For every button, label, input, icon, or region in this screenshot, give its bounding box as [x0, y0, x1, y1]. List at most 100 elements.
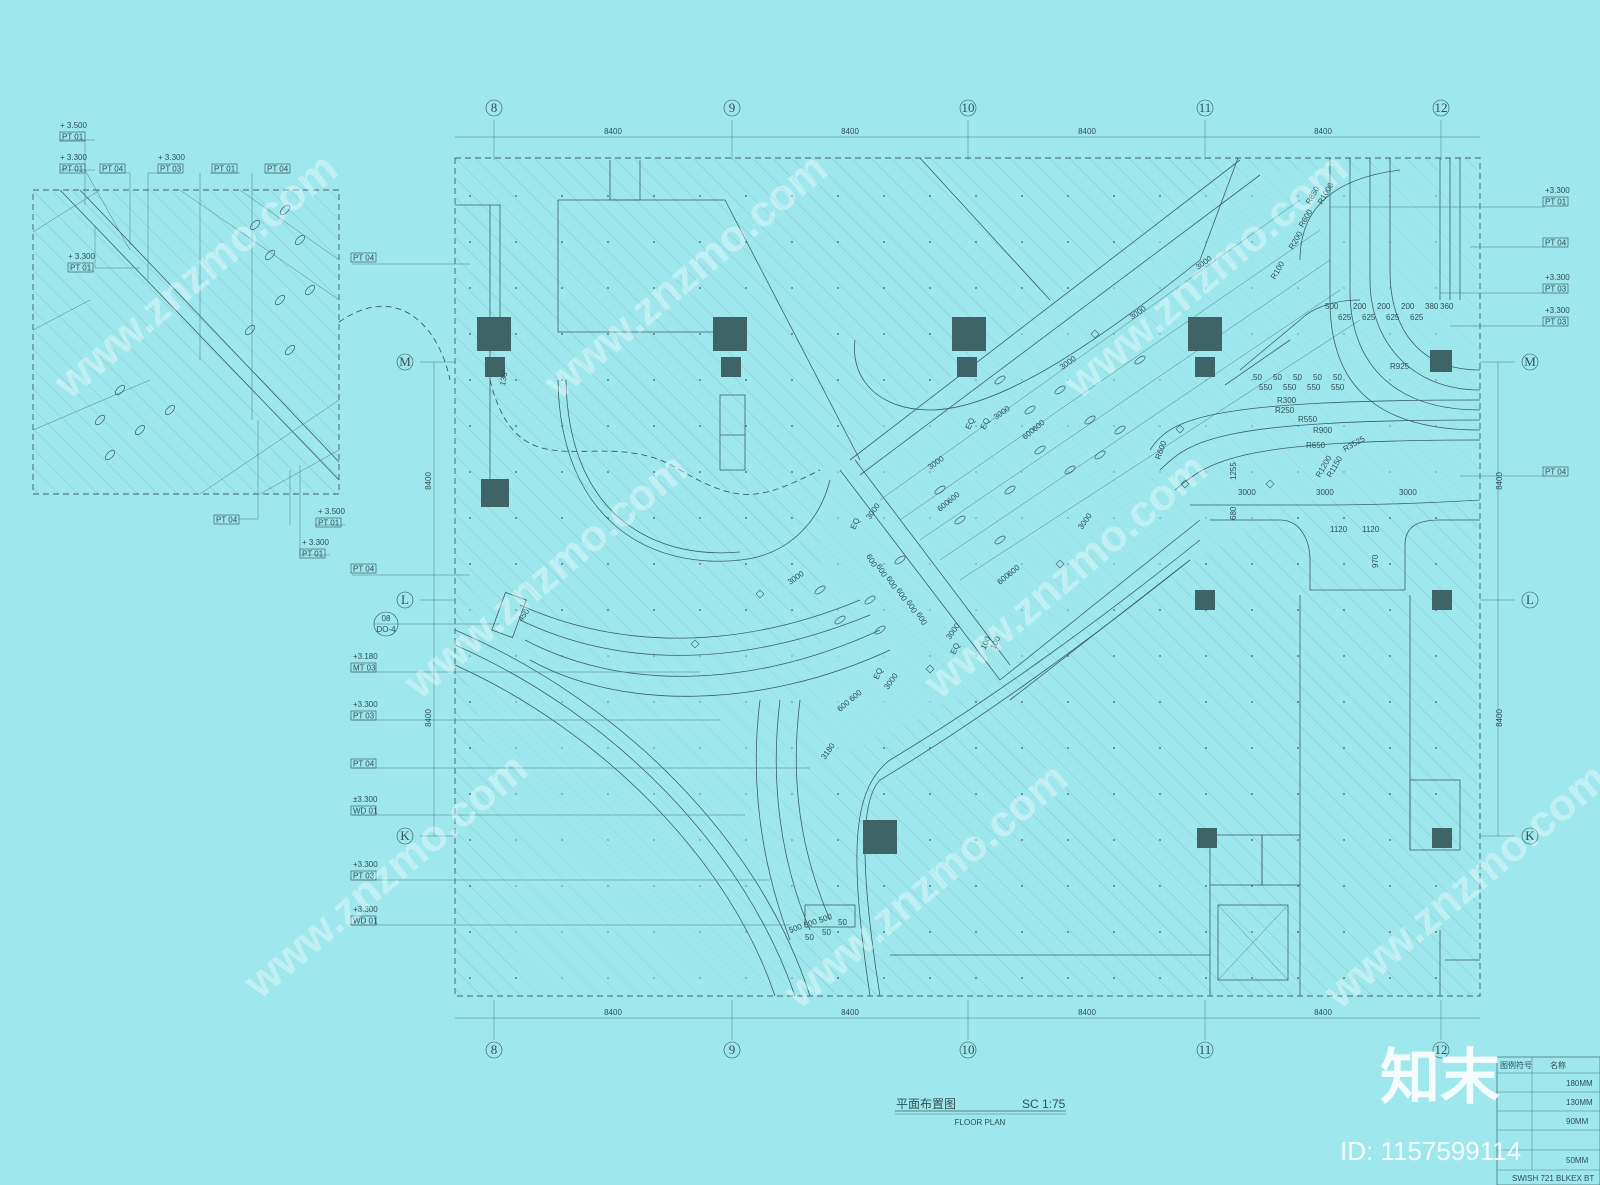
detail-tag-code: PT 01 [302, 550, 324, 559]
grid-row-label: L [1526, 592, 1534, 607]
bottom-dimension: 500 [818, 912, 834, 925]
radius-label: R900 [1313, 426, 1333, 435]
grid-column-label: 11 [1199, 100, 1212, 115]
step-dimension: 200 [1401, 302, 1415, 311]
detail-tag-level: + 3.500 [318, 507, 345, 516]
left-tag-level: +3.300 [353, 860, 378, 869]
run-dimension: 3000 [1399, 488, 1417, 497]
radius-label: R300 [1277, 396, 1297, 405]
detail-tag-list: + 3.500 PT 01 + 3.300 PT 01 PT 04 + 3.30… [59, 121, 345, 559]
left-tag-code: WD 01 [353, 807, 378, 816]
step-dimension: 380 [1425, 302, 1439, 311]
detail-tag-level: + 3.300 [158, 153, 185, 162]
eq-marker: EQ [849, 517, 862, 531]
grid-row-label: K [400, 828, 410, 843]
step-dimension: 625 [1338, 313, 1352, 322]
step-dimension: 550 [1283, 383, 1297, 392]
left-tag-code: PT 04 [353, 760, 375, 769]
step-dimension: 625 [1362, 313, 1376, 322]
grid-row-label: M [1524, 354, 1536, 369]
left-tag-code: PT 04 [353, 254, 375, 263]
detail-tag-level: + 3.500 [60, 121, 87, 130]
tread-dimension: 680 [1229, 506, 1238, 520]
legend-row: 50MM [1566, 1156, 1589, 1165]
detail-hatch-area [33, 190, 339, 494]
section-callout: 08 DO-4 [373, 611, 500, 637]
section-callout-number: 08 [382, 614, 391, 623]
radius-label: R650 [1306, 441, 1326, 450]
left-material-tags: PT 04 PT 04 +3.180 MT 03 +3.300 PT 03 PT… [350, 252, 810, 926]
left-tag-code: WD 01 [353, 917, 378, 926]
left-tag-code: PT 03 [353, 872, 375, 881]
plan-boundary [454, 157, 1481, 997]
grid-row-label: K [1525, 828, 1535, 843]
width-dimension: 1120 [1362, 525, 1380, 534]
grid-column-label: 8 [491, 1042, 498, 1057]
grid-column-label: 9 [729, 1042, 736, 1057]
left-tag-level: +3.180 [353, 652, 378, 661]
step-dimension: 50 [1313, 373, 1322, 382]
grid-spacing: 8400 [1495, 709, 1504, 727]
detail-boundary [32, 189, 340, 495]
radius-label: R925 [1390, 362, 1410, 371]
tread-dimension: 1255 [1229, 462, 1238, 480]
step-dimension: 500 [1325, 302, 1339, 311]
grid-spacing: 8400 [1078, 127, 1096, 136]
eq-marker: EQ [979, 417, 992, 431]
detail-tag-code: PT 01 [318, 519, 340, 528]
grid-row-label: M [399, 354, 411, 369]
left-tag-level: ±3.300 [353, 795, 378, 804]
right-tag-level: +3.300 [1545, 186, 1570, 195]
grid-spacing: 8400 [1078, 1008, 1096, 1017]
grid-column-label: 12 [1435, 1042, 1448, 1057]
left-tag-level: +3.300 [353, 700, 378, 709]
eq-marker: EQ [964, 417, 977, 431]
title-english: FLOOR PLAN [955, 1118, 1006, 1127]
grid-spacing: 8400 [604, 1008, 622, 1017]
grid-column-label: 11 [1199, 1042, 1212, 1057]
radius-label: R250 [1275, 406, 1295, 415]
detail-tag-level: + 3.300 [68, 252, 95, 261]
legend-footer: SWISH 721 BLKEX BT [1512, 1174, 1594, 1183]
grid-spacing: 8400 [424, 709, 433, 727]
grid-axes: 8 9 10 11 12 8 9 10 11 12 M L K M L K 84… [396, 99, 1539, 1059]
right-tag-code: PT 01 [1545, 198, 1567, 207]
legend-header: 图例符号 [1500, 1060, 1532, 1070]
legend-row: 90MM [1566, 1117, 1589, 1126]
step-dimension: 550 [1259, 383, 1273, 392]
bottom-dimension: 500 [803, 917, 819, 930]
detail-tag-code: PT 01 [70, 264, 92, 273]
right-tag-level: +3.300 [1545, 306, 1570, 315]
grid-spacing: 8400 [604, 127, 622, 136]
step-dimension: 625 [1386, 313, 1400, 322]
eq-marker: EQ [949, 642, 962, 656]
watermark-id: ID: 1157599114 [1340, 1136, 1521, 1166]
grid-spacing: 8400 [841, 127, 859, 136]
grid-column-label: 12 [1435, 100, 1448, 115]
grid-spacing: 8400 [1314, 1008, 1332, 1017]
detail-tag-level: + 3.300 [302, 538, 329, 547]
grid-column-label: 10 [962, 1042, 975, 1057]
bottom-dimension: 50 [838, 918, 847, 927]
right-tag-level: +3.300 [1545, 273, 1570, 282]
step-dimension: 550 [1331, 383, 1345, 392]
section-callout-sheet: DO-4 [376, 625, 396, 634]
title-chinese: 平面布置图 [896, 1097, 956, 1111]
run-dimension: 3000 [1316, 488, 1334, 497]
drawing-title: 平面布置图 SC 1:75 FLOOR PLAN [895, 1097, 1066, 1127]
grid-spacing: 8400 [1314, 127, 1332, 136]
bottom-dimension: 50 [822, 928, 831, 937]
detail-tag-code: PT 03 [160, 165, 182, 174]
legend-table: 图例符号 名称 180MM 130MM 90MM 50MM SWISH 721 … [1496, 1056, 1600, 1185]
left-tag-level: +3.300 [353, 905, 378, 914]
legend-header: 名称 [1550, 1060, 1566, 1070]
grid-spacing: 8400 [841, 1008, 859, 1017]
right-tag-code: PT 04 [1545, 468, 1567, 477]
grid-column-label: 8 [491, 100, 498, 115]
angle-label: 135° [498, 368, 510, 386]
bottom-dimension: 500 [788, 922, 804, 935]
main-plan [454, 157, 1481, 997]
step-dimension: 625 [1410, 313, 1424, 322]
bottom-dimension: 50 [805, 933, 814, 942]
